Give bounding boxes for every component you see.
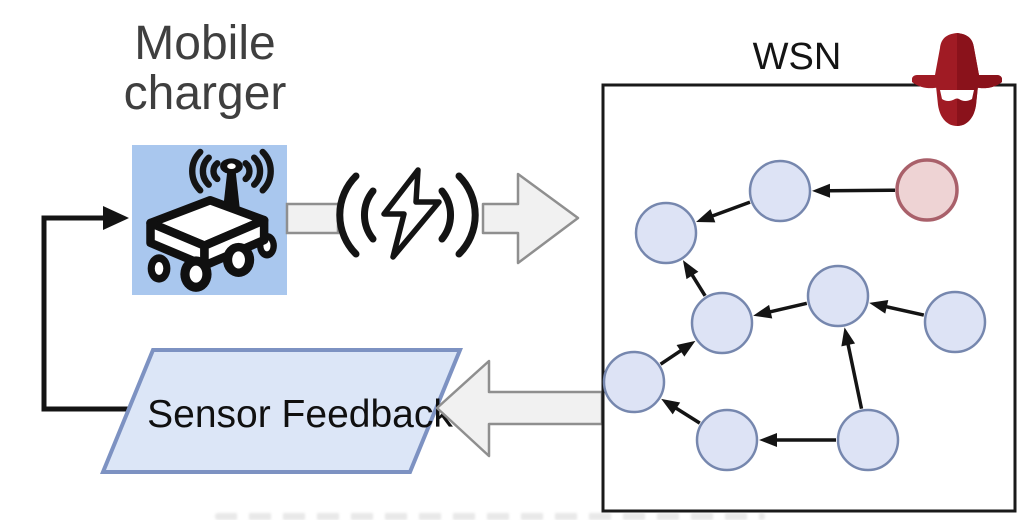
sensor-node bbox=[923, 290, 987, 354]
sensor-node bbox=[748, 159, 812, 223]
feedback-loop-line bbox=[41, 215, 128, 412]
sensor-node bbox=[634, 201, 698, 265]
charger-output-bar bbox=[285, 202, 340, 235]
wsn-link-arrow bbox=[869, 299, 925, 317]
wireless-charging-bolt-icon bbox=[336, 167, 479, 260]
energy-flow-arrow bbox=[481, 172, 580, 265]
cropped-caption-artifact bbox=[215, 513, 765, 520]
wsn-link-arrow bbox=[812, 183, 896, 198]
wsn-link-arrow bbox=[659, 340, 696, 366]
wsn-link-arrow bbox=[661, 398, 701, 425]
power-waves-icon bbox=[336, 172, 479, 258]
wsn-nodes-layer bbox=[602, 158, 987, 472]
feedback-flow-arrow bbox=[435, 359, 604, 458]
sensor-node bbox=[695, 408, 759, 472]
malicious-node bbox=[895, 158, 959, 222]
feedback-arrowhead-icon bbox=[103, 206, 129, 230]
sensor-feedback-label: Sensor Feedback bbox=[147, 393, 453, 436]
mobile-charger-label-line2: charger bbox=[124, 67, 287, 120]
rover-robot-icon bbox=[146, 148, 277, 292]
spy-glasses-icon bbox=[940, 90, 974, 101]
wsn-link-arrow bbox=[841, 327, 864, 410]
wsn-link-arrow bbox=[682, 260, 707, 297]
antenna-waves-icon bbox=[189, 148, 274, 194]
sensor-node bbox=[836, 408, 900, 472]
sensor-node bbox=[806, 264, 870, 328]
wsn-link-arrow bbox=[696, 200, 751, 223]
sensor-node bbox=[602, 350, 666, 414]
spy-attacker-icon bbox=[912, 33, 1002, 126]
mobile-charger-label-line1: Mobile bbox=[134, 17, 275, 70]
wsn-links-layer bbox=[659, 183, 925, 447]
wsn-title-label: WSN bbox=[753, 36, 842, 78]
sensor-feedback-shape bbox=[100, 348, 463, 474]
lightning-bolt-icon bbox=[381, 167, 442, 260]
wsn-link-arrow bbox=[753, 301, 808, 319]
sensor-node bbox=[690, 291, 754, 355]
